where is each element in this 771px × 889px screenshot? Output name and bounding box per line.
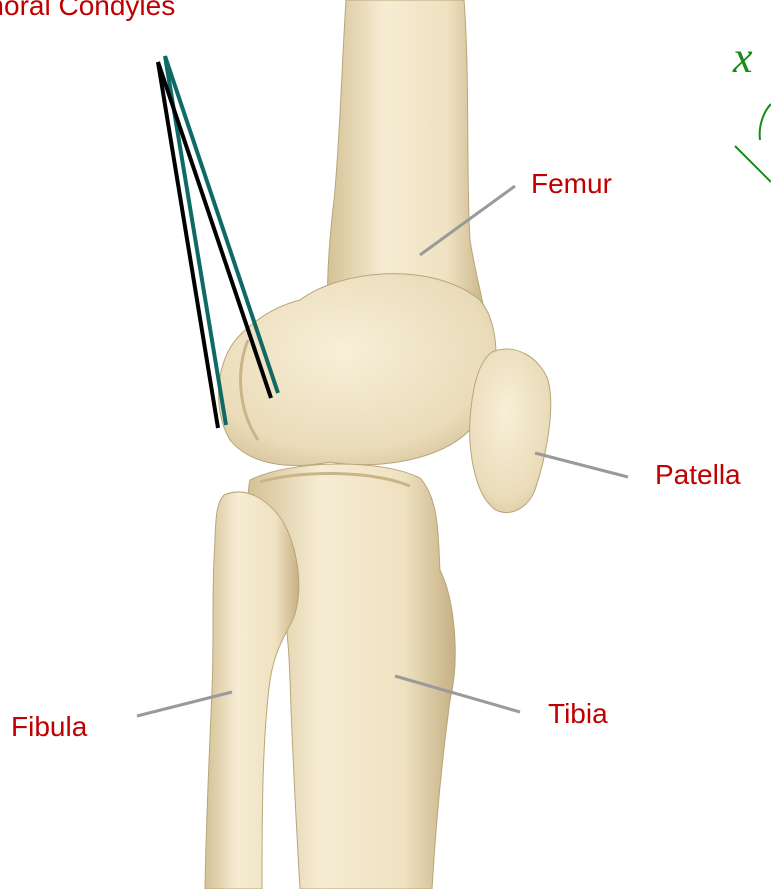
condyle-axis-teal-2 [165, 56, 278, 393]
patella-label: Patella [655, 461, 741, 489]
femoral-condyles-label: Femoral Condyles [0, 0, 175, 20]
fibula-label: Fibula [11, 713, 87, 741]
axis-line [735, 146, 771, 182]
patella-leader [535, 453, 628, 477]
femur-label: Femur [531, 170, 612, 198]
fibula-bone [205, 492, 299, 889]
axis-variable-x: x [733, 36, 753, 80]
tibia-label: Tibia [548, 700, 608, 728]
patella-bone [470, 349, 551, 513]
condyle-axis-black-1 [158, 62, 218, 428]
axis-arc [760, 104, 771, 140]
